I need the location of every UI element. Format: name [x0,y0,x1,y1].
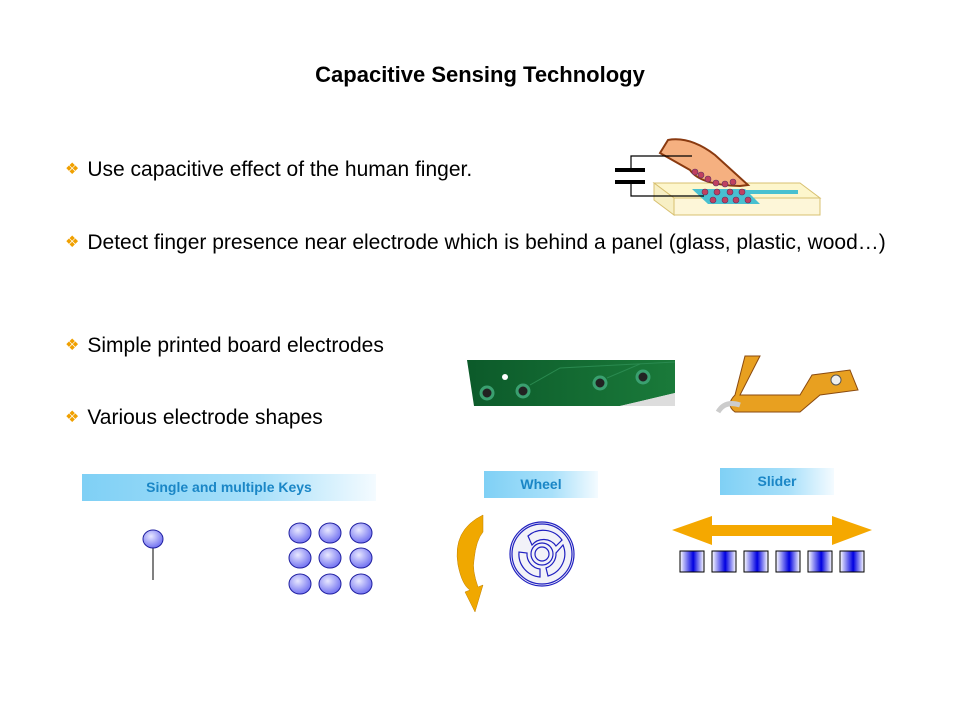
slider-segment [743,550,769,573]
slider-segment [711,550,737,573]
slider-electrode-segments [679,550,865,573]
bullet-item: ❖ Use capacitive effect of the human fing… [65,155,472,185]
bullet-text: Detect finger presence near electrode wh… [87,231,886,254]
bullet-item: ❖ Various electrode shapes [65,403,323,433]
wheel-rotation-arrow-icon [456,514,484,613]
key-electrode [288,522,312,544]
diamond-bullet-icon: ❖ [65,337,80,354]
pcb-electrodes-photo [467,360,676,406]
diamond-bullet-icon: ❖ [65,234,80,251]
key-electrode [288,547,312,569]
key-electrode [318,522,342,544]
bullet-text: Various electrode shapes [87,406,323,429]
bullet-item: ❖ Simple printed board electrodes [65,331,384,361]
bullet-text: Simple printed board electrodes [87,334,384,357]
key-electrode [349,522,373,544]
key-electrode [349,547,373,569]
key-electrode [288,573,312,595]
slider-segment [679,550,705,573]
keys-label: Single and multiple Keys [82,474,376,501]
bullet-text: Use capacitive effect of the human finge… [87,158,473,181]
wheel-electrode [509,521,575,587]
slider-segment [775,550,801,573]
diamond-bullet-icon: ❖ [65,409,80,426]
wheel-label: Wheel [484,471,598,498]
slider-segment [839,550,865,573]
key-electrode [318,573,342,595]
key-electrode [318,547,342,569]
slider-segment [807,550,833,573]
multiple-keys-grid [288,522,373,595]
slider-double-arrow-icon [672,516,872,545]
slider-label: Slider [720,468,834,495]
bullet-item: ❖ Detect finger presence near electrode w… [65,228,895,258]
single-key-electrode [142,529,164,580]
finger-capacitor-diagram [615,138,822,216]
diamond-bullet-icon: ❖ [65,161,80,178]
slide-title: Capacitive Sensing Technology [315,62,645,87]
key-electrode [349,573,373,595]
flex-circuit-photo [712,355,860,417]
